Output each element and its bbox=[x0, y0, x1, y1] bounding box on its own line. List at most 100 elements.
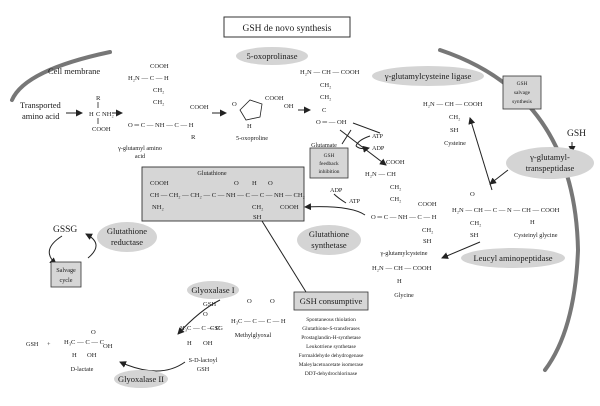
ggc-label: γ-glutamylcysteine bbox=[379, 250, 427, 257]
consumptive-box: GSH consumptive bbox=[293, 291, 369, 311]
svg-text:reductase: reductase bbox=[111, 237, 143, 247]
atp-label-gcl: ATP bbox=[372, 133, 384, 140]
cell-membrane-label: Cell membrane bbox=[48, 66, 100, 76]
svg-text:γ-glutamyl-: γ-glutamyl- bbox=[529, 152, 570, 162]
svg-text:COOH: COOH bbox=[280, 204, 299, 211]
enzyme-glutathione-reductase: Glutathione reductase bbox=[97, 222, 157, 252]
svg-text:SH: SH bbox=[470, 232, 479, 239]
svg-text:H: H bbox=[397, 278, 402, 285]
svg-text:H₂N — CH — C — N — CH — COOH: H₂N — CH — C — N — CH — COOH bbox=[452, 207, 560, 214]
svg-text:H₂N — CH — COOH: H₂N — CH — COOH bbox=[300, 69, 360, 76]
glycine-label: Glycine bbox=[394, 292, 414, 299]
svg-text:CH₂: CH₂ bbox=[422, 227, 433, 234]
svg-text:CH₂: CH₂ bbox=[449, 114, 460, 121]
svg-text:H: H bbox=[530, 219, 535, 226]
cysgly-label: Cysteinyl glycine bbox=[514, 232, 558, 239]
svg-text:synthetase: synthetase bbox=[311, 240, 347, 250]
svg-text:O ═ C — NH — C — H: O ═ C — NH — C — H bbox=[371, 214, 437, 221]
glutamate-structure: H₂N — CH — COOH CH₂ CH₂ C O ═ — OH bbox=[300, 69, 360, 126]
cysteinyl-glycine-structure: O H₂N — CH — C — N — CH — COOH CH₂ SH H bbox=[452, 191, 560, 239]
svg-text:CH₂: CH₂ bbox=[252, 204, 263, 211]
atp-label-gs: ATP bbox=[349, 198, 361, 205]
gssg-label: GSSG bbox=[53, 225, 77, 235]
svg-text:H: H bbox=[89, 111, 94, 118]
svg-text:transpeptidase: transpeptidase bbox=[526, 163, 575, 173]
svg-text:γ-glutamylcysteine ligase: γ-glutamylcysteine ligase bbox=[384, 71, 472, 81]
svg-text:CH₂: CH₂ bbox=[470, 220, 481, 227]
svg-text:CH₂: CH₂ bbox=[153, 99, 164, 106]
svg-text:5-oxoprolinase: 5-oxoprolinase bbox=[247, 51, 298, 61]
svg-text:H: H bbox=[252, 180, 257, 187]
cysteine-label: Cysteine bbox=[444, 140, 466, 147]
title-box: GSH de novo synthesis bbox=[223, 16, 351, 38]
sdl-label-1: S-D-lactoyl bbox=[189, 357, 218, 364]
svg-text:salvage: salvage bbox=[514, 90, 531, 96]
svg-text:feedback: feedback bbox=[319, 160, 339, 167]
svg-text:H: H bbox=[72, 352, 77, 359]
sdl-label-2: GSH bbox=[197, 366, 210, 373]
svg-text:Glyoxalase I: Glyoxalase I bbox=[191, 285, 234, 295]
svg-text:GSH: GSH bbox=[324, 153, 335, 159]
svg-text:COOH: COOH bbox=[92, 126, 111, 133]
svg-text:O: O bbox=[470, 191, 475, 198]
svg-text:COOH: COOH bbox=[190, 104, 209, 111]
svg-text:O ═ — OH: O ═ — OH bbox=[316, 119, 347, 126]
enzyme-glutathione-synthetase: Glutathione synthetase bbox=[297, 225, 361, 255]
svg-text:GSH: GSH bbox=[517, 81, 528, 87]
enzyme-5-oxoprolinase: 5-oxoprolinase bbox=[236, 47, 308, 65]
svg-text:H₂N — C — H: H₂N — C — H bbox=[128, 75, 169, 82]
salvage-synthesis-box: GSH salvage synthesis bbox=[502, 75, 542, 110]
consumptive-item: Formaldehyde dehydrogenase bbox=[299, 353, 364, 359]
svg-text:O: O bbox=[91, 329, 96, 336]
svg-text:CH₂: CH₂ bbox=[390, 196, 401, 203]
svg-text:OH: OH bbox=[103, 343, 113, 350]
adp-label-gcl: ADP bbox=[372, 145, 385, 152]
svg-text:CH₂: CH₂ bbox=[153, 87, 164, 94]
cell-membrane-left bbox=[10, 50, 112, 102]
svg-text:SH: SH bbox=[253, 214, 262, 221]
svg-text:C: C bbox=[96, 111, 101, 118]
svg-text:O: O bbox=[270, 298, 275, 305]
svg-text:GSH: GSH bbox=[203, 301, 216, 308]
svg-text:H₃C — C — C: H₃C — C — C bbox=[64, 339, 105, 346]
sdl-gsh-structure: GSH O H₃C — C — C CSG H OH bbox=[180, 301, 223, 347]
gamma-glutamylcysteine-structure: COOH H₂N — CH CH₂ CH₂ COOH O ═ C — NH — … bbox=[365, 159, 437, 245]
gsh-external-label: GSH bbox=[567, 129, 586, 139]
svg-text:H: H bbox=[247, 123, 252, 130]
methylglyoxal-label: Methylglyoxal bbox=[235, 332, 272, 339]
gsh-lactate-label: GSH bbox=[26, 341, 39, 348]
ggaa-label-2: acid bbox=[135, 153, 146, 160]
ggaa-label-1: γ-glutamyl amino bbox=[117, 145, 162, 152]
svg-text:CSG: CSG bbox=[210, 325, 223, 332]
svg-text:COOH: COOH bbox=[150, 63, 169, 70]
consumptive-item: Glutathione-S-transferases bbox=[302, 325, 359, 332]
enzyme-ggt: γ-glutamyl- transpeptidase bbox=[506, 147, 594, 179]
svg-text:CH — CH₂ — CH₂ — C — NH — C —: CH — CH₂ — CH₂ — C — NH — C — C — NH — C… bbox=[150, 192, 305, 199]
svg-text:O: O bbox=[247, 298, 252, 305]
glutathione-box: Glutathione COOH CH — CH₂ — CH₂ — C — NH… bbox=[141, 166, 305, 222]
svg-text:synthesis: synthesis bbox=[512, 99, 532, 105]
plus-sign: + bbox=[47, 341, 51, 348]
svg-text:Glutathione: Glutathione bbox=[107, 226, 147, 236]
svg-text:COOH: COOH bbox=[150, 180, 169, 187]
svg-text:O: O bbox=[232, 101, 237, 108]
svg-text:H₃C — C — C — H: H₃C — C — C — H bbox=[231, 318, 286, 325]
svg-text:O ═ C — NH — C — H: O ═ C — NH — C — H bbox=[128, 122, 194, 129]
enzyme-glyoxalase-2: Glyoxalase II bbox=[114, 370, 168, 388]
transported-label-1: Transported bbox=[20, 100, 62, 110]
svg-text:SH: SH bbox=[450, 127, 459, 134]
svg-text:COOH: COOH bbox=[265, 95, 284, 102]
svg-text:H₂N — CH — COOH: H₂N — CH — COOH bbox=[423, 101, 483, 108]
amino-acid-structure: R H C NH₂ COOH bbox=[89, 95, 114, 133]
glutathione-label: Glutathione bbox=[197, 170, 226, 177]
svg-text:NH₂: NH₂ bbox=[102, 111, 114, 118]
svg-text:cycle: cycle bbox=[59, 277, 72, 284]
svg-text:R: R bbox=[96, 95, 101, 102]
svg-text:R: R bbox=[191, 134, 196, 141]
svg-text:GSH consumptive: GSH consumptive bbox=[300, 296, 363, 306]
enzyme-gcl: γ-glutamylcysteine ligase bbox=[372, 66, 484, 86]
methylglyoxal-structure: O O H₃C — C — C — H bbox=[231, 298, 286, 325]
svg-text:SH: SH bbox=[423, 238, 432, 245]
glutamate-label: Glutamate bbox=[311, 142, 337, 149]
diagram-title: GSH de novo synthesis bbox=[243, 24, 332, 34]
